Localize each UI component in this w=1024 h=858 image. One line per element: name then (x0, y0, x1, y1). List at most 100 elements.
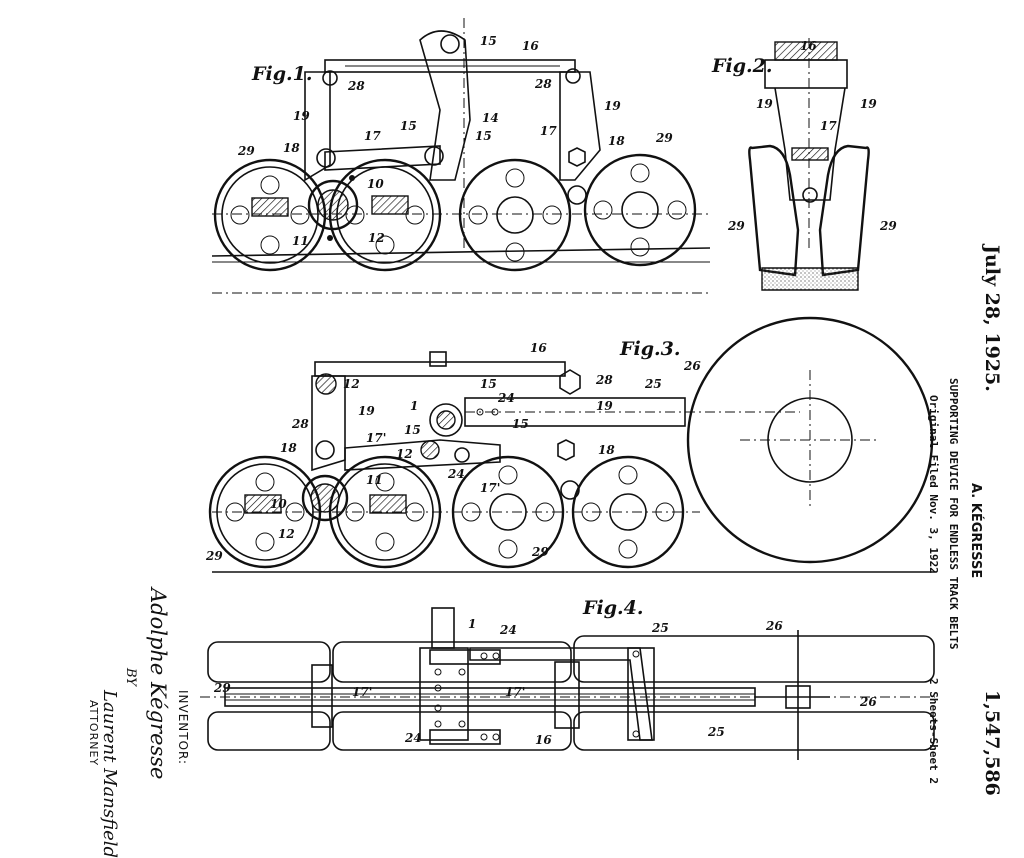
fig4-plate-24-upper (429, 649, 501, 665)
fig1-center-lever (419, 30, 471, 181)
fig1-ref: 28 (347, 79, 365, 93)
fig1-ref: 10 (367, 177, 384, 191)
fig3-pin-12 (420, 440, 440, 460)
fig3-drive-wheel-26 (686, 316, 934, 564)
patent-title: SUPPORTING DEVICE FOR ENDLESS TRACK BELT… (947, 378, 960, 650)
fig1-pivot-top (440, 34, 460, 54)
fig4-pin-1 (431, 607, 455, 649)
fig1-pin-18-left (316, 148, 336, 168)
fig2-fork (774, 87, 846, 201)
fig1-ref: 19 (604, 99, 621, 113)
fig4-block-left (311, 664, 333, 728)
fig2-bolt (802, 187, 818, 203)
fig2-label: Fig.2. (711, 55, 772, 77)
fig1-ref: 15 (400, 119, 417, 133)
fig3-ref: 15 (404, 423, 421, 437)
fig3-ref: 28 (291, 417, 309, 431)
fig3-ref: 15 (480, 377, 497, 391)
fig2-ref: 16 (800, 39, 817, 53)
fig4-bolts (434, 650, 640, 741)
fig4-ref: 29 (213, 681, 231, 695)
fig4-belt-lower-2 (332, 711, 572, 751)
figure-2: Fig.2. 16 19 19 17 29 29 (711, 38, 897, 291)
fig4-block-right (554, 661, 580, 729)
fig4-label: Fig.4. (582, 597, 643, 619)
fig3-ref: 17' (366, 431, 386, 445)
fig3-ref: 15 (512, 417, 529, 431)
fig1-link-17 (324, 145, 441, 171)
fig3-pin-18 (315, 440, 335, 460)
fig4-ref: 26 (859, 695, 877, 709)
fig1-ref: 28 (534, 77, 552, 91)
fig3-ref: 24 (447, 467, 465, 481)
fig2-ref: 19 (860, 97, 877, 111)
figure-1: Fig.1. (211, 18, 711, 294)
fig3-arm-bolt (491, 408, 499, 416)
by-label: BY (123, 668, 138, 686)
fig2-link-section (791, 147, 829, 161)
fig3-ref: 24 (497, 391, 515, 405)
fig3-small-roller (560, 480, 580, 500)
filed-date: Original Filed Nov. 3, 1922 (927, 395, 940, 574)
fig4-plate-24-lower (429, 729, 501, 745)
fig3-ref: 16 (530, 341, 547, 355)
fig3-wheel-4 (571, 455, 685, 569)
fig1-ref: 12 (368, 231, 385, 245)
inventor-label: INVENTOR: (176, 690, 190, 766)
fig1-ref: 17 (364, 129, 381, 143)
fig1-ref: 16 (522, 39, 539, 53)
fig1-wheel-left (213, 158, 327, 272)
patent-number: 1,547,586 (981, 690, 1003, 796)
fig4-ref: 24 (404, 731, 422, 745)
fig3-pivot-1-core (436, 410, 456, 430)
fig2-top-block (764, 59, 848, 89)
fig3-hub-10 (301, 474, 349, 522)
fig3-wheel-2 (328, 455, 442, 569)
fig4-belt-lower-3 (573, 711, 935, 751)
fig1-ref: 18 (283, 141, 300, 155)
fig1-ground-line (211, 247, 711, 257)
fig1-ref: 14 (482, 111, 499, 125)
fig1-ref: 15 (480, 34, 497, 48)
fig1-ref: 15 (475, 129, 492, 143)
fig3-ref: 10 (270, 497, 287, 511)
sheet-count: 2 Sheets-Sheet 2 (927, 678, 940, 784)
fig4-arm-end (627, 647, 655, 741)
fig3-wheel-3 (451, 455, 565, 569)
fig3-ref: 29 (205, 549, 223, 563)
fig3-ref: 11 (366, 473, 383, 487)
fig4-ref: 17' (505, 685, 525, 699)
fig1-spring-plate (324, 59, 576, 73)
inventor-header: A. KÉGRESSE (968, 483, 983, 579)
fig3-pivot-12 (315, 373, 337, 395)
fig1-ref: 17 (540, 124, 557, 138)
fig4-ref: 1 (468, 617, 476, 631)
fig3-ref: 12 (343, 377, 360, 391)
fig4-belt-lower-1 (207, 711, 331, 751)
fig4-belt-upper-3 (573, 635, 935, 683)
fig1-pivot-28-left (322, 70, 338, 86)
drawing-canvas: Fig.1. (200, 18, 935, 760)
fig3-arm-bolt (476, 408, 484, 416)
fig4-ref: 25 (707, 725, 725, 739)
fig3-ref: 19 (358, 404, 375, 418)
fig3-ref: 12 (278, 527, 295, 541)
fig3-ref: 12 (396, 447, 413, 461)
fig3-ref: 28 (595, 373, 613, 387)
patent-drawing-sheet: Fig.1. (87, 18, 1003, 858)
fig3-ref: 18 (598, 443, 615, 457)
fig1-ref: 18 (608, 134, 625, 148)
fig3-ref: 17' (480, 481, 500, 495)
patent-date: July 28, 1925. (981, 245, 1003, 392)
fig3-pin-24 (454, 447, 470, 463)
fig4-ref: 16 (535, 733, 552, 747)
fig4-belt-upper-1 (207, 641, 331, 683)
fig3-ref: 29 (531, 545, 549, 559)
fig4-ref: 17' (352, 685, 372, 699)
attorney-signature: Laurent Mansfield (99, 690, 120, 858)
fig2-ref: 17 (820, 119, 837, 133)
fig1-nut-18 (568, 147, 586, 167)
fig1-ref: 29 (237, 144, 255, 158)
fig3-spring-plate (314, 361, 566, 377)
fig3-label: Fig.3. (619, 338, 680, 360)
